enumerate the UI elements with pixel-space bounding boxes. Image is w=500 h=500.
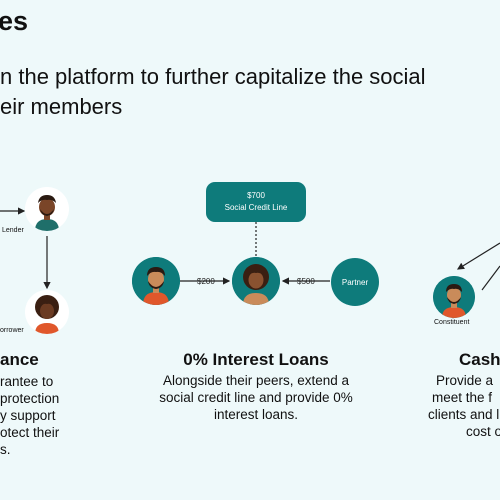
left-description: rantee to protection y support otect the…	[0, 373, 59, 458]
peer-avatar	[132, 257, 180, 305]
edge-right-to-constituent-1	[456, 242, 500, 270]
lender-avatar	[25, 187, 69, 231]
center-avatar	[232, 257, 280, 305]
edge-right-to-constituent-2	[481, 265, 500, 291]
edge-label-right: $500	[297, 277, 315, 286]
middle-description: Alongside their peers, extend a social c…	[140, 372, 372, 423]
left-desc-line: rantee to	[0, 374, 54, 389]
subtitle-line-1: n the platform to further capitalize the…	[0, 64, 426, 89]
right-desc-line: clients and l	[428, 407, 500, 422]
middle-desc-line: interest loans.	[213, 407, 299, 422]
borrower-avatar	[25, 290, 69, 334]
lender-caption: Lender	[2, 227, 24, 234]
left-desc-line: protection	[0, 391, 60, 406]
partner-label: Partner	[341, 277, 369, 287]
left-desc-line: otect their	[0, 425, 60, 440]
constituent-caption: Constituent	[434, 319, 470, 326]
middle-desc-line: Alongside their peers, extend a	[162, 373, 350, 388]
middle-desc-line: social credit line and provide 0%	[159, 390, 353, 405]
left-heading: ance	[0, 350, 39, 369]
right-description: Provide a meet the f clients and l cost …	[424, 372, 500, 440]
right-desc-line: meet the f	[432, 390, 493, 405]
constituent-avatar	[433, 276, 475, 318]
edge-label-left: $200	[197, 277, 215, 286]
credit-label: Social Credit Line	[224, 203, 288, 212]
left-desc-line: y support	[0, 408, 56, 423]
right-desc-line: cost o	[466, 424, 500, 439]
subtitle-line-2: eir members	[0, 94, 123, 119]
left-desc-line: s.	[0, 442, 11, 457]
right-heading: Cash	[459, 350, 500, 369]
borrower-caption: orrower	[0, 327, 24, 334]
page-title: es	[0, 6, 29, 36]
middle-heading: 0% Interest Loans	[183, 350, 329, 369]
partner-node: Partner	[331, 258, 379, 306]
right-desc-line: Provide a	[436, 373, 494, 388]
social-credit-line-box: $700 Social Credit Line	[206, 182, 306, 222]
credit-amount: $700	[247, 191, 265, 200]
